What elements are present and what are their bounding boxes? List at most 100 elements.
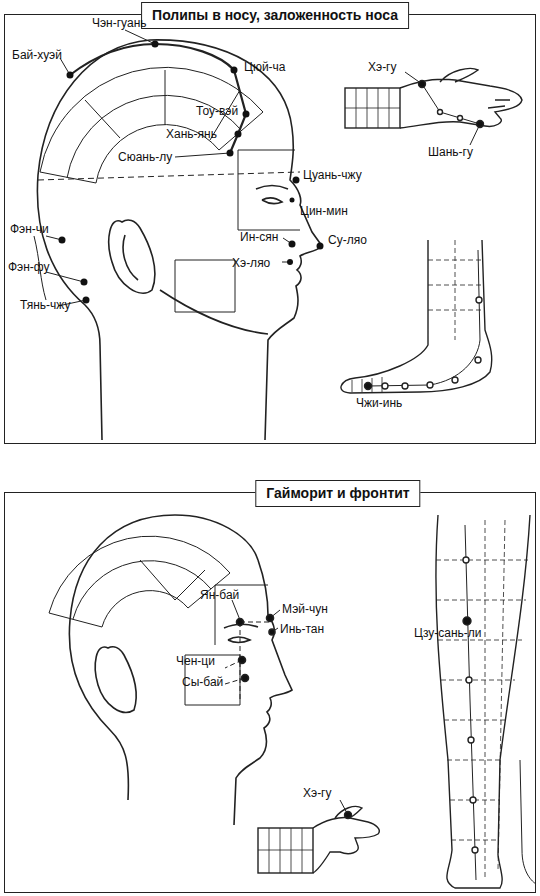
leg-outline — [341, 240, 492, 393]
toes — [352, 377, 382, 392]
point-dot — [287, 259, 293, 265]
point-dot — [438, 110, 443, 115]
point-dot — [470, 797, 476, 803]
panel-title: Гайморит и фронтит — [255, 480, 420, 507]
point-dot — [242, 675, 249, 682]
point-dot — [452, 377, 458, 383]
point-label: Сюань-лу — [118, 150, 172, 164]
leader-line — [405, 72, 480, 145]
point-dot — [382, 383, 388, 389]
point-label: Цзу-сань-ли — [414, 626, 482, 640]
point-dot — [458, 116, 463, 121]
forearm-grid — [258, 828, 313, 873]
dashed-line — [38, 172, 300, 180]
point-dot — [463, 557, 469, 563]
point-dot — [290, 198, 295, 203]
forearm-grid — [345, 88, 400, 128]
point-label: Ян-бай — [200, 588, 239, 602]
point-label: Цюй-ча — [244, 60, 286, 74]
leg-outline — [436, 515, 530, 888]
head-bottom — [49, 515, 292, 825]
point-dot — [466, 677, 472, 683]
scalp-grid — [49, 536, 230, 627]
point-dot — [59, 237, 66, 244]
forearm-grid-lines — [345, 88, 400, 128]
point-label: Чен-ци — [176, 654, 215, 668]
hand-outline — [400, 69, 522, 129]
leader-line — [232, 600, 280, 632]
leader-line — [34, 30, 292, 306]
point-dot — [293, 177, 300, 184]
hand-outline — [313, 806, 379, 873]
point-label: Чжи-инь — [356, 396, 402, 410]
point-dot — [227, 150, 234, 157]
point-label: Хань-янь — [166, 127, 217, 141]
point-label: Ин-сян — [240, 230, 278, 244]
point-dot — [345, 812, 352, 819]
point-label: Чэн-гуань — [92, 16, 147, 30]
point-dot — [289, 241, 296, 248]
leg-bottom — [436, 515, 536, 888]
point-dot — [476, 297, 482, 303]
point-dot — [365, 383, 372, 390]
point-dot — [81, 279, 88, 286]
meridian — [70, 44, 246, 153]
ear — [95, 647, 136, 713]
meridian — [465, 525, 476, 880]
head-top — [34, 30, 322, 440]
panel-title: Полипы в носу, заложенность носа — [141, 2, 409, 29]
point-dot — [475, 357, 481, 363]
leg-outline-back — [520, 760, 536, 884]
point-dot — [231, 67, 238, 74]
scalp-grid — [40, 67, 263, 183]
point-label: Тянь-чжу — [20, 298, 70, 312]
point-label: Цин-мин — [300, 204, 348, 218]
diagram-panel: Полипы в носу, заложенность носа — [4, 14, 536, 444]
point-dot — [317, 243, 324, 250]
point-dot — [243, 111, 250, 118]
point-label: Хэ-ляо — [232, 256, 270, 270]
point-dot — [468, 737, 474, 743]
point-label: Мэй-чун — [282, 602, 328, 616]
point-label: Тоу-вэй — [196, 104, 238, 118]
point-label: Шань-гу — [428, 145, 473, 159]
meridian — [368, 250, 480, 386]
point-label: Фэн-фу — [8, 260, 50, 274]
face-zone — [175, 150, 300, 312]
point-dot — [237, 619, 244, 626]
face-zone — [140, 560, 268, 705]
eye — [256, 186, 288, 204]
leg-grid — [428, 240, 484, 340]
point-dot — [477, 121, 484, 128]
point-dot — [472, 847, 478, 853]
hand-top — [345, 69, 522, 146]
point-dot — [269, 629, 275, 635]
point-dot — [235, 131, 242, 138]
point-dot — [152, 41, 159, 48]
foot-top — [341, 240, 492, 393]
diagram-panel: Гайморит и фронтит — [4, 492, 536, 893]
point-dot — [267, 615, 274, 622]
point-dot — [402, 383, 408, 389]
face-profile — [234, 560, 292, 825]
ear — [109, 220, 155, 293]
point-dot — [67, 72, 74, 79]
head-outline — [69, 515, 258, 800]
point-dot — [83, 297, 90, 304]
point-dot — [419, 81, 426, 88]
point-label: Бай-хуэй — [12, 48, 62, 62]
point-label: Фэн-чи — [10, 222, 49, 236]
point-dot — [239, 657, 246, 664]
point-label: Инь-тан — [280, 622, 324, 636]
head-outline — [37, 40, 292, 440]
point-label: Хэ-гу — [368, 60, 397, 74]
point-label: Сы-бай — [182, 675, 223, 689]
dashed-line — [225, 622, 270, 700]
forearm-grid-lines — [258, 828, 313, 873]
points-top — [59, 41, 324, 304]
eye — [224, 624, 258, 642]
point-dot — [427, 382, 433, 388]
point-label: Цуань-чжу — [303, 168, 362, 182]
point-dot — [463, 617, 471, 625]
